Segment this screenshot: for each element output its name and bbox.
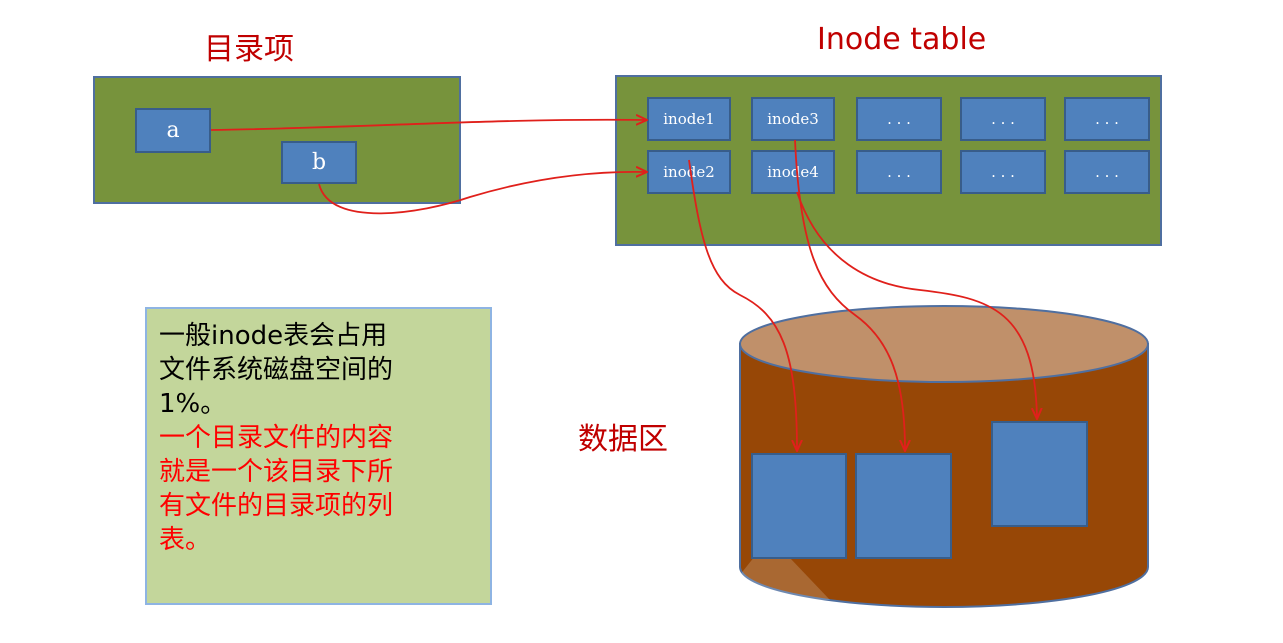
note-line: 一个目录文件的内容 (159, 423, 394, 453)
arrow-inode2-to-block (688, 159, 797, 450)
inode-cell: . . . (856, 97, 942, 141)
inode-cell: . . . (960, 150, 1046, 194)
inode-cell: inode1 (647, 97, 731, 141)
directory-entry-b: b (281, 141, 357, 184)
data-area-label: 数据区 (578, 422, 668, 457)
inode-table-title: Inode table (817, 22, 987, 57)
note-line: 1%。 (159, 389, 227, 419)
inode-cell: inode4 (751, 150, 835, 194)
inode-cell: inode3 (751, 97, 835, 141)
inode-cell: . . . (1064, 97, 1150, 141)
inode-cell: . . . (1064, 150, 1150, 194)
data-block (991, 421, 1088, 527)
arrow-b-to-inode2 (318, 172, 646, 215)
inode-cell: . . . (856, 150, 942, 194)
note-box: 一般inode表会占用 文件系统磁盘空间的 1%。 一个目录文件的内容 就是一个… (145, 307, 492, 605)
directory-entries-title: 目录项 (204, 32, 294, 67)
note-line: 文件系统磁盘空间的 (159, 355, 394, 385)
arrow-a-to-inode1 (210, 120, 646, 131)
directory-entries-panel (93, 76, 461, 204)
inode-cell: . . . (960, 97, 1046, 141)
inode-cell: inode2 (647, 150, 731, 194)
directory-entry-a: a (135, 108, 211, 153)
note-line: 有文件的目录项的列 (159, 491, 394, 521)
data-block (855, 453, 952, 559)
note-line: 就是一个该目录下所 (159, 457, 394, 487)
data-block (751, 453, 847, 559)
arrow-inode3-to-block (794, 139, 905, 450)
note-line: 一般inode表会占用 (159, 321, 388, 351)
arrow-inode4-to-block (796, 191, 1037, 418)
note-line: 表。 (159, 525, 212, 555)
